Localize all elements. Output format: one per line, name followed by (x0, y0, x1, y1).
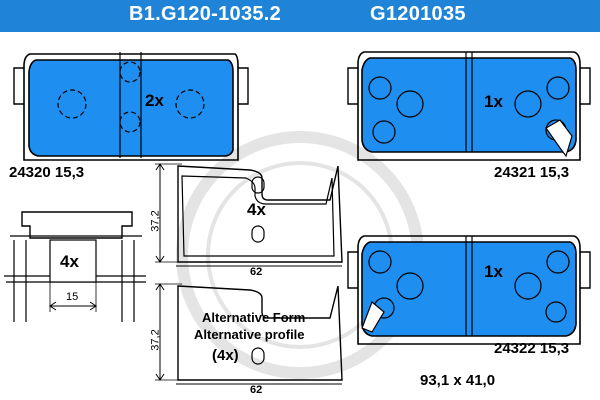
alt-shim-width-dimension: 62 (250, 384, 263, 396)
pad-3-thickness: 15,3 (539, 340, 570, 357)
pad-2-caption: 24321 15,3 (494, 164, 569, 181)
pad-3-quantity: 1x (484, 262, 503, 281)
brake-pad-24321 (347, 51, 591, 161)
brake-pad-24320 (13, 52, 249, 161)
bracket-quantity: 4x (60, 252, 79, 271)
technical-drawing (4, 51, 591, 385)
pad-2-number: 24321 (494, 164, 536, 181)
pad-bracket (4, 211, 146, 322)
alt-shim-height-dimension: 37,2 (149, 329, 162, 351)
reference-number: G1201035 (370, 3, 466, 25)
part-number: B1.G120-1035.2 (129, 3, 282, 25)
anti-rattle-shim (155, 163, 343, 267)
brake-pad-24322 (347, 235, 591, 345)
header-bar: B1.G120-1035.2 G1201035 (0, 0, 600, 32)
alternative-profile-label: Alternative profile (194, 327, 305, 342)
pad-1-number: 24320 (9, 164, 51, 181)
pad-dimensions: 93,1 x 41,0 (420, 372, 496, 389)
shim-height-dimension: 37,2 (149, 210, 162, 232)
pad-2-quantity: 1x (484, 92, 503, 111)
pad-1-thickness: 15,3 (54, 164, 85, 181)
shim-width-dimension: 62 (250, 266, 263, 278)
alternative-form-label: Alternative Form (202, 310, 306, 325)
pad-2-thickness: 15,3 (539, 164, 570, 181)
alternative-shim (155, 283, 343, 385)
pad-1-caption: 24320 15,3 (9, 164, 84, 181)
pad-3-caption: 24322 15,3 (494, 340, 569, 357)
pad-1-quantity: 2x (145, 91, 164, 110)
alternative-quantity: (4x) (212, 347, 239, 364)
shim-quantity: 4x (247, 200, 266, 219)
pad-3-number: 24322 (494, 340, 536, 357)
bracket-width-dimension: 15 (66, 291, 79, 303)
